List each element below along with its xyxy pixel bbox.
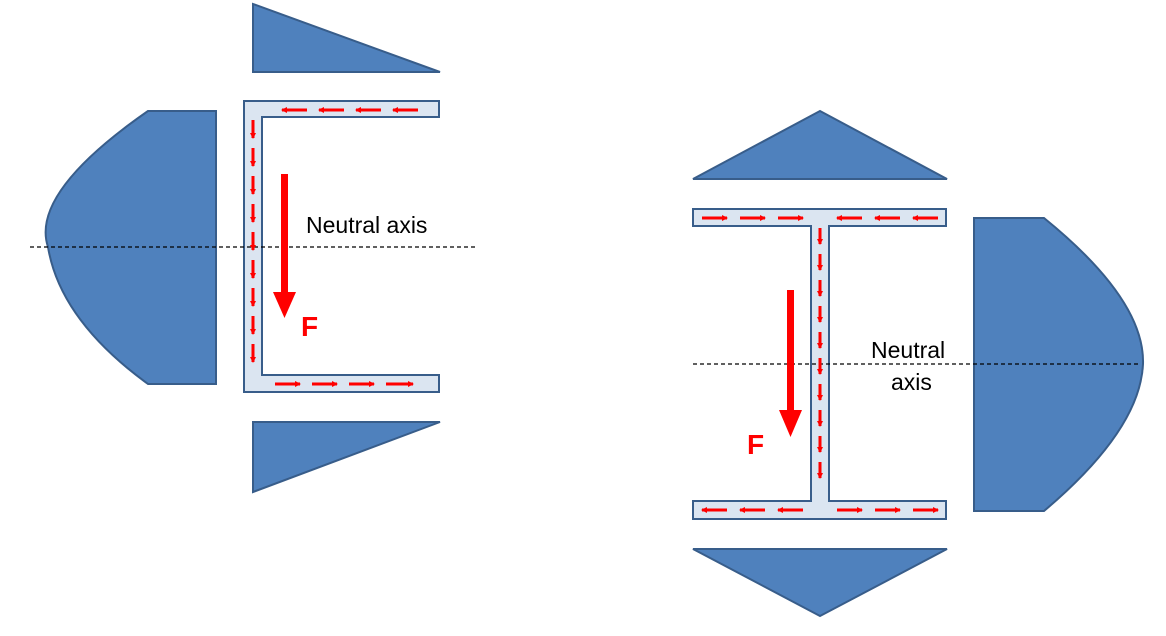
channel-bottom-flange-distribution: [252, 421, 441, 494]
i-beam-force-arrow: [779, 290, 802, 437]
i-beam-neutral-axis-label-line2: axis: [891, 369, 932, 395]
channel-force-label: F: [301, 311, 318, 342]
i-beam-force-label: F: [747, 429, 764, 460]
channel-section-group: Neutral axis F: [30, 2, 476, 494]
i-beam-section-group: Neutral axis F: [692, 109, 1145, 618]
channel-cross-section: [243, 100, 440, 393]
i-beam-top-flange-distribution: [692, 109, 948, 180]
channel-top-flange-distribution: [252, 2, 441, 73]
i-beam-neutral-axis-label-line1: Neutral: [871, 337, 945, 363]
channel-neutral-axis-label: Neutral axis: [306, 212, 427, 238]
i-beam-bottom-flange-distribution: [692, 548, 948, 618]
channel-force-arrow: [273, 174, 296, 318]
